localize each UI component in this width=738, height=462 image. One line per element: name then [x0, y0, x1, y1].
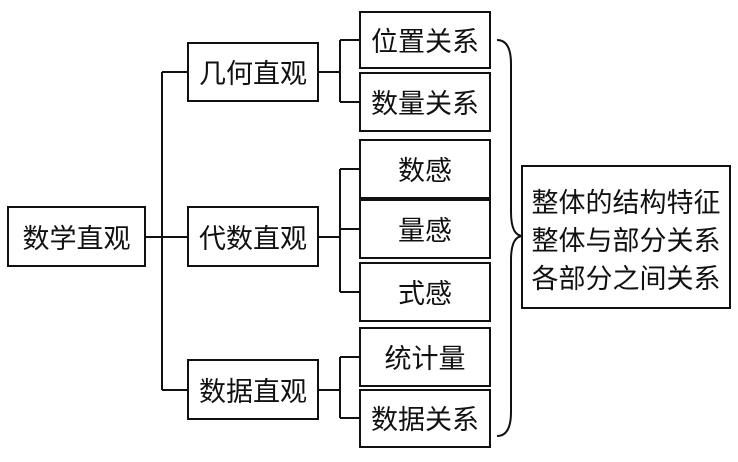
- leaf-node-label: 数据关系: [371, 405, 479, 436]
- branch-node-algebra: 代数直观: [187, 206, 319, 267]
- leaf-node: 数量关系: [359, 72, 491, 132]
- branch-node-data: 数据直观: [187, 359, 319, 420]
- leaf-node: 量感: [359, 199, 491, 259]
- leaf-node-label: 式感: [398, 279, 452, 310]
- leaf-node-label: 量感: [398, 216, 452, 247]
- leaf-node-label: 统计量: [385, 344, 466, 375]
- summary-line: 整体与部分关系: [532, 226, 721, 257]
- root-node: 数学直观: [7, 206, 146, 267]
- branch-node-geometry: 几何直观: [187, 42, 319, 102]
- curly-brace: [496, 39, 524, 437]
- summary-box: 整体的结构特征 整体与部分关系 各部分之间关系: [521, 165, 731, 309]
- leaf-node: 数感: [359, 139, 491, 199]
- summary-line: 整体的结构特征: [532, 188, 721, 219]
- leaf-node-label: 数感: [398, 156, 452, 187]
- leaf-node: 数据关系: [359, 389, 491, 448]
- leaf-node-label: 数量关系: [371, 89, 479, 120]
- branch-node-label: 几何直观: [199, 59, 307, 90]
- branch-node-label: 代数直观: [199, 224, 307, 255]
- root-node-label: 数学直观: [23, 224, 131, 255]
- leaf-node: 统计量: [359, 327, 491, 387]
- leaf-node-label: 位置关系: [371, 27, 479, 58]
- branch-node-label: 数据直观: [199, 377, 307, 408]
- summary-line: 各部分之间关系: [532, 264, 721, 295]
- leaf-node: 式感: [359, 262, 491, 322]
- leaf-node: 位置关系: [359, 11, 491, 69]
- connector-lines: [145, 39, 524, 437]
